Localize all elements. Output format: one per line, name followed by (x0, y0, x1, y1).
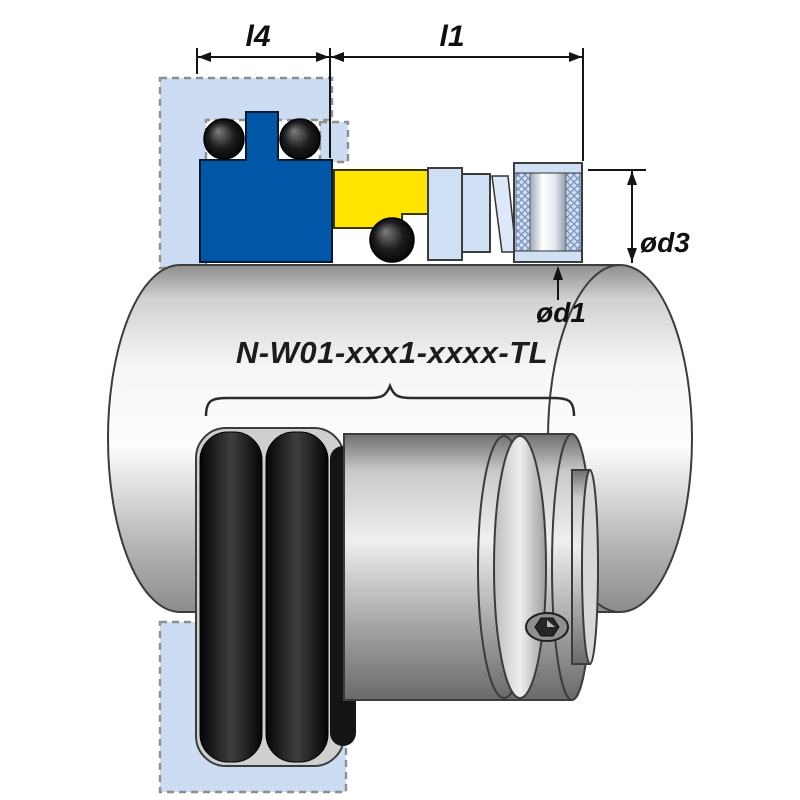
gland-plate-top-step (318, 120, 350, 164)
arrowhead-l1-left (331, 52, 344, 62)
dia-d3-label: ød3 (640, 227, 690, 258)
dimensions: l4 l1 ød3 ød1 (196, 20, 690, 328)
face-ring (427, 167, 463, 261)
retainer-ring (461, 173, 491, 253)
arrowhead-d1 (553, 266, 563, 280)
dim-l1-label: l1 (439, 20, 464, 53)
spring-assembly (513, 162, 583, 263)
o-ring-right (279, 118, 321, 160)
dim-l4-label: l4 (245, 20, 270, 53)
arrowhead-l4-left (198, 52, 211, 62)
bellows-convolution-1 (199, 431, 263, 763)
spring-hatch-right (565, 172, 581, 252)
drive-dart (491, 175, 517, 253)
arrowhead-d3-top (627, 171, 637, 185)
sleeve-end-face (581, 469, 599, 665)
part-number-label: N-W01-xxx1-xxxx-TL (236, 335, 548, 370)
brace (204, 382, 576, 417)
face-unit (333, 162, 583, 263)
seat-ring-blue (199, 111, 333, 263)
set-screw-glint (547, 620, 555, 627)
bellows-convolution-2 (265, 431, 329, 763)
o-ring-left (203, 118, 245, 160)
arrowhead-d3-bottom (627, 248, 637, 262)
stationary-unit (199, 111, 333, 263)
spring-hatch-left (515, 172, 531, 252)
wedge-ring-yellow (333, 169, 429, 229)
o-ring-dynamic (369, 217, 415, 263)
set-screw (525, 612, 569, 642)
arrowhead-l1-right (569, 52, 582, 62)
spring-core (529, 172, 567, 252)
rotary-unit (195, 427, 599, 767)
drive-collar-front (493, 435, 547, 699)
arrowhead-l4-right (316, 52, 329, 62)
dia-d1-label: ød1 (536, 297, 586, 328)
